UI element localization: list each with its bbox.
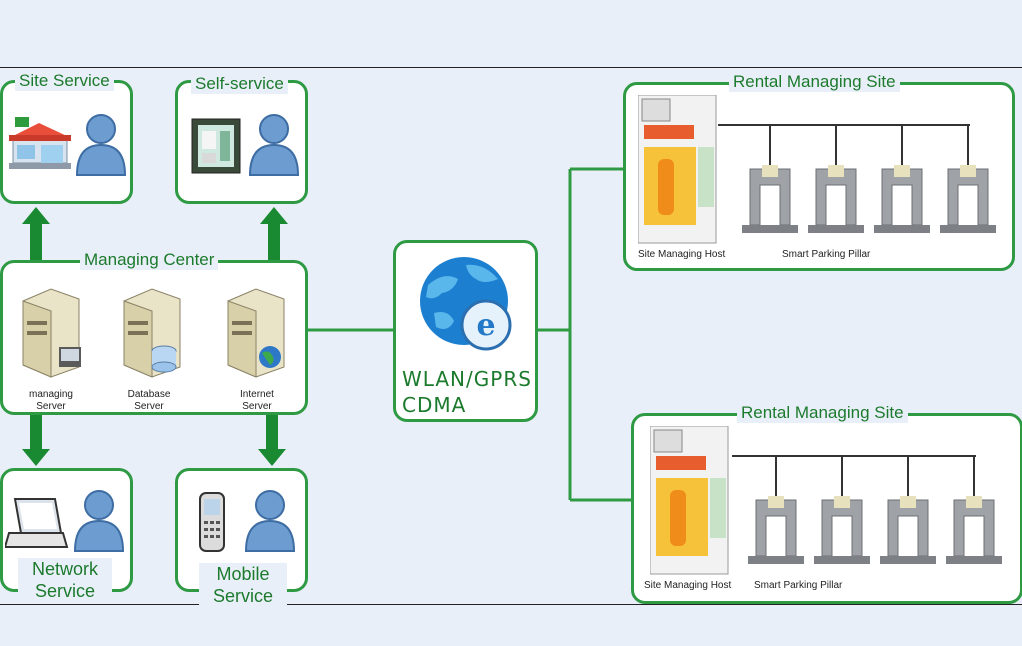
- managing-server-line2: Server: [36, 401, 66, 412]
- managing-server-line1: managing: [29, 389, 73, 400]
- pillar-network-icon: [732, 455, 1002, 564]
- arrow-up-self-service: [260, 207, 288, 260]
- internet-server-line1: Internet: [240, 389, 274, 400]
- internet-server-icon: [227, 288, 285, 378]
- mobile-phone-icon: [199, 492, 225, 552]
- parking-pillar-label-1: Smart Parking Pillar: [782, 249, 871, 260]
- kiosk-host-icon: [650, 426, 729, 575]
- parking-pillar-label-2: Smart Parking Pillar: [754, 580, 843, 591]
- server-icon: [22, 288, 81, 378]
- arrow-down-mobile-service: [258, 415, 286, 466]
- pillar-network-icon: [718, 124, 996, 233]
- network-links: [308, 167, 631, 502]
- site-service-box: [0, 80, 133, 204]
- managing-center-label: Managing Center: [80, 250, 219, 270]
- arrow-down-network-service: [22, 415, 50, 466]
- self-service-box: [175, 80, 308, 204]
- site-host-label-1: Site Managing Host: [638, 249, 726, 260]
- rental-site-box-1: Site Managing Host Smart Parking Pillar: [623, 82, 1015, 271]
- managing-center-box: managing Server Database Server Internet…: [0, 260, 308, 415]
- database-server-line1: Database: [127, 389, 171, 400]
- site-service-label: Site Service: [15, 71, 114, 91]
- rental-site-label-1: Rental Managing Site: [729, 72, 900, 92]
- mobile-service-label-text: Mobile Service: [212, 564, 274, 606]
- bottom-rule: [0, 604, 1022, 605]
- internet-server-line2: Server: [242, 401, 272, 412]
- arrow-up-site-service: [22, 207, 50, 260]
- svg-text:e: e: [476, 308, 495, 343]
- rental-site-label-2: Rental Managing Site: [737, 403, 908, 423]
- person-icon: [244, 490, 296, 552]
- person-icon: [73, 490, 125, 552]
- database-server-line2: Server: [134, 401, 164, 412]
- self-service-label: Self-service: [191, 74, 288, 94]
- shop-icon: [9, 117, 71, 169]
- network-hub-line2: CDMA: [402, 393, 467, 417]
- top-rule: [0, 67, 1022, 68]
- network-hub-box: e WLAN/GPRS CDMA: [393, 240, 538, 422]
- network-service-label: Network Service: [18, 558, 112, 602]
- globe-internet-icon: e: [420, 257, 512, 351]
- laptop-icon: [5, 498, 69, 548]
- network-service-label-text: Network Service: [31, 559, 98, 601]
- rental-site-box-2: Site Managing Host Smart Parking Pillar: [631, 413, 1022, 604]
- mobile-service-label: Mobile Service: [199, 563, 287, 607]
- person-icon: [248, 114, 300, 176]
- kiosk-host-icon: [638, 95, 717, 244]
- person-icon: [75, 114, 127, 176]
- network-hub-line1: WLAN/GPRS: [402, 367, 532, 391]
- database-server-icon: [123, 288, 181, 378]
- site-host-label-2: Site Managing Host: [644, 580, 732, 591]
- kiosk-icon: [191, 118, 241, 174]
